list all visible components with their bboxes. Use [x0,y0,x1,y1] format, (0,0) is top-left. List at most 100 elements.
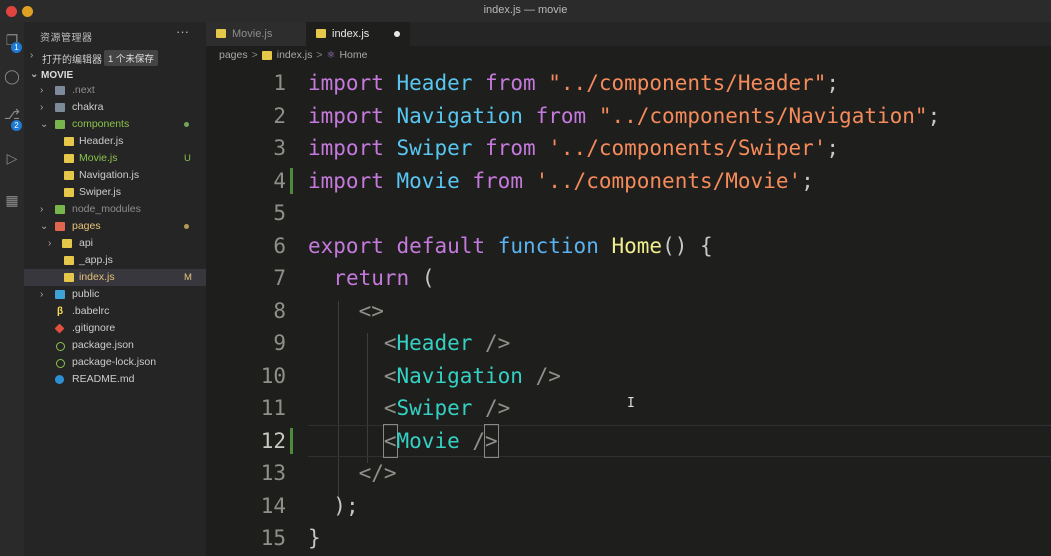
unsaved-dot-icon[interactable] [394,31,400,37]
folder-icon [55,222,65,231]
open-editors-section[interactable]: › 打开的编辑器 1 个未保存 [24,49,206,66]
project-section[interactable]: ⌄ MOVIE [24,68,206,84]
indent-guide [338,301,339,496]
tree-item-package-json[interactable]: package.json [24,337,206,354]
tree-item-api[interactable]: › api [24,235,206,252]
text-cursor-icon: I [627,396,635,411]
explorer-badge: 1 [11,42,22,53]
tree-item-public[interactable]: › public [24,286,206,303]
code-line: 13 </> [206,457,1051,490]
json-icon [56,342,65,351]
json-icon [56,359,65,368]
tree-item-label: node_modules [72,203,141,215]
extensions-icon[interactable]: ▦ [5,192,19,208]
js-file-icon [64,137,74,146]
tree-item-label: pages [72,220,101,232]
tab-movie-js[interactable]: Movie.js [206,22,306,46]
tree-item-label: Movie.js [79,152,118,164]
code-line: 6 export default function Home() { [206,230,1051,263]
line-number: 8 [273,298,286,323]
tree-item-header-js[interactable]: Header.js [24,133,206,150]
tab-label: Movie.js [232,28,273,40]
line-number: 15 [260,526,286,550]
run-debug-icon[interactable]: ▷ [6,150,18,166]
activity-bar: ❐ 1 ◯ ⎇ 2 ▷ ▦ [0,22,24,556]
tree-item-index-js[interactable]: index.js M [24,269,206,286]
js-file-icon [216,29,226,38]
code-line: 9 <Header /> [206,327,1051,360]
tree-item-node-modules[interactable]: › node_modules [24,201,206,218]
tree-item-label: .babelrc [72,305,110,317]
tree-item-babelrc[interactable]: β .babelrc [24,303,206,320]
code-line: 8 <> [206,295,1051,328]
code-text: } [308,526,321,550]
chevron-right-icon: › [40,289,44,300]
js-file-icon [64,171,74,180]
tree-item-swiper-js[interactable]: Swiper.js [24,184,206,201]
code-text: export default function Home() { [308,233,713,258]
line-number: 6 [273,233,286,258]
code-text: <Header /> [383,331,511,355]
code-line: 2 import Navigation from "../components/… [206,100,1051,133]
tree-item-gitignore[interactable]: .gitignore [24,320,206,337]
tree-item-chakra[interactable]: › chakra [24,99,206,116]
search-icon[interactable]: ◯ [4,68,20,84]
symbol-icon: ⚛ [326,49,336,61]
code-area[interactable]: 1 import Header from "../components/Head… [206,67,1051,556]
tree-item-pages[interactable]: ⌄ pages [24,218,206,235]
breadcrumb-separator: > [251,49,258,62]
close-window-button[interactable] [6,6,17,17]
chevron-down-icon: ⌄ [40,119,49,130]
breadcrumb-pages[interactable]: pages [219,49,248,62]
js-file-icon [64,154,74,163]
code-text: <> [358,298,384,323]
code-text: <Movie /> [308,423,499,458]
tree-item-navigation-js[interactable]: Navigation.js [24,167,206,184]
js-file-icon [64,273,74,282]
modified-dot-icon [184,224,189,229]
breadcrumb: pages>index.js>⚛Home [219,49,367,65]
tree-item-label: chakra [72,101,104,113]
minimize-window-button[interactable] [22,6,33,17]
indent-guide [367,333,368,463]
code-line-current: 12 <Movie /> [206,423,1051,458]
code-text: import Swiper from '../components/Swiper… [308,136,840,160]
chevron-right-icon: › [40,204,44,215]
tab-index-js[interactable]: index.js [306,22,410,46]
line-number: 14 [260,493,286,518]
source-control-icon[interactable]: ⎇ [3,106,21,122]
tree-item-components[interactable]: ⌄ components [24,116,206,133]
code-text: <Swiper /> [383,396,511,420]
more-actions-icon[interactable]: ··· [176,24,189,39]
info-icon [55,375,64,384]
tree-item-label: README.md [72,373,135,385]
code-text: import Navigation from "../components/Na… [308,103,941,128]
code-line: 7 return ( [206,262,1051,295]
tree-item-app-js[interactable]: _app.js [24,252,206,269]
tree-item-label: .next [72,84,95,96]
tree-item-readme[interactable]: README.md [24,371,206,388]
line-number: 1 [273,71,286,95]
chevron-right-icon: › [30,50,34,61]
breadcrumb-file[interactable]: index.js [276,49,313,62]
tree-item-package-lock-json[interactable]: package-lock.json [24,354,206,371]
breadcrumb-symbol[interactable]: Home [339,49,368,62]
tree-item-label: _app.js [79,254,113,266]
tab-label: index.js [332,28,370,40]
js-file-icon [64,256,74,265]
code-text: <Navigation /> [383,363,561,388]
chevron-right-icon: › [40,85,44,96]
tree-item-label: Swiper.js [79,186,122,198]
tree-item-label: .gitignore [72,322,116,334]
breadcrumb-separator: > [316,49,323,62]
tree-item-label: components [72,118,130,130]
code-line: 1 import Header from "../components/Head… [206,67,1051,100]
tree-item-movie-js[interactable]: Movie.js U [24,150,206,167]
project-name: MOVIE [41,70,74,81]
folder-icon [55,86,65,95]
chevron-down-icon: ⌄ [30,69,39,80]
js-file-icon [261,50,272,60]
tree-item-next[interactable]: › .next [24,82,206,99]
folder-icon [62,239,72,248]
title-bar: index.js — movie [0,0,1051,23]
